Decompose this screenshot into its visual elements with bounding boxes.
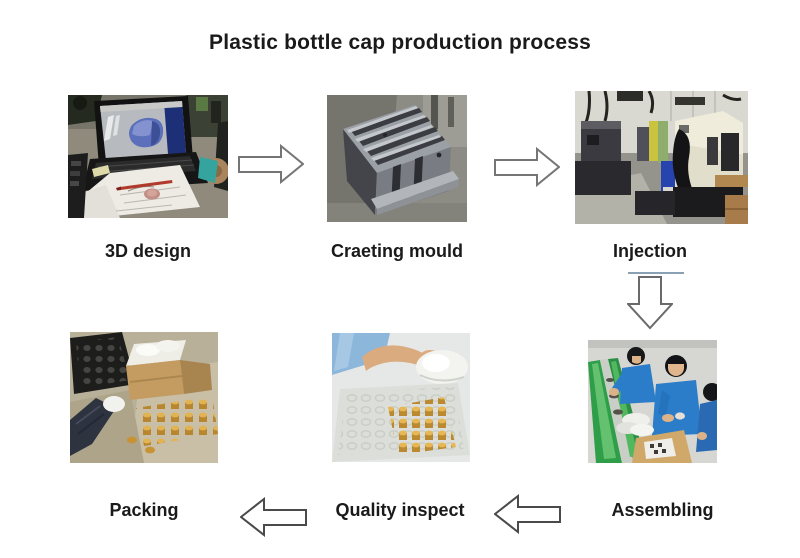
photo-quality-inspect [332, 333, 470, 462]
label-injection: Injection [612, 241, 687, 261]
page-title: Plastic bottle cap production process [209, 31, 591, 54]
photo-assembling [588, 340, 717, 463]
label-3d-design: 3D design [104, 241, 192, 261]
packing-illustration [70, 332, 218, 463]
steel-mould-illustration [327, 95, 467, 222]
arrow-left-icon [240, 497, 307, 537]
laptop-cad-illustration [68, 95, 228, 218]
photo-packing [70, 332, 218, 463]
photo-creating-mould [327, 95, 467, 222]
photo-injection [575, 91, 748, 224]
arrow-left-icon [494, 494, 561, 534]
injection-machine-illustration [575, 91, 748, 224]
quality-inspect-illustration [332, 333, 470, 462]
label-assembling: Assembling [611, 500, 714, 520]
arrow-right-icon [494, 147, 560, 187]
photo-3d-design [68, 95, 228, 218]
arrow-right-icon [238, 144, 304, 184]
label-creating-mould: Craeting mould [330, 241, 463, 261]
assembly-line-illustration [588, 340, 717, 463]
label-packing: Packing [109, 500, 179, 520]
injection-underline [628, 272, 684, 274]
label-quality-inspect: Quality inspect [335, 500, 465, 520]
arrow-down-icon [627, 276, 673, 330]
